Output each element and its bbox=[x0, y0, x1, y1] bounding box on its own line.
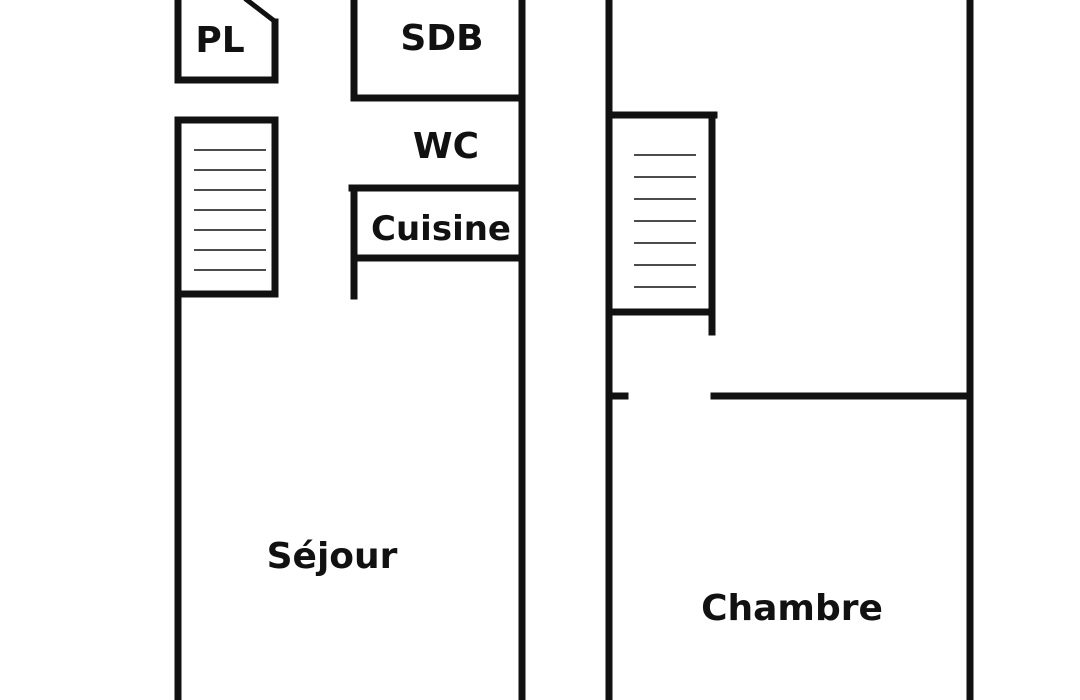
room-label-chambre: Chambre bbox=[701, 588, 883, 629]
walls bbox=[174, 0, 974, 700]
room-label-sejour: Séjour bbox=[267, 536, 398, 577]
room-label-sdb: SDB bbox=[400, 18, 483, 59]
room-label-pl: PL bbox=[195, 20, 244, 61]
staircase-left bbox=[194, 149, 266, 271]
room-label-wc: WC bbox=[413, 126, 479, 167]
wall-pl-door bbox=[243, 0, 277, 24]
staircase-right bbox=[634, 154, 696, 288]
room-label-cuisine: Cuisine bbox=[371, 209, 511, 249]
